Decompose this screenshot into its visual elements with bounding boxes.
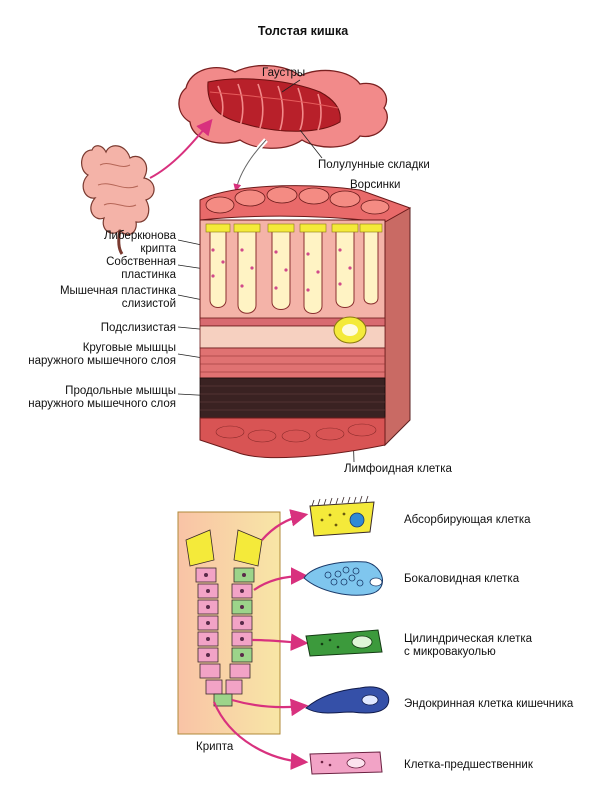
label-absorptive-cell: Абсорбирующая клетка [404,514,531,526]
label-cylindrical-cell: Цилиндрическая клетка [404,633,533,645]
label-crypt-lieberkuhn-2: крипта [140,243,176,255]
label-crypt: Крипта [196,741,234,753]
arrow-goblet [253,567,309,591]
label-progenitor-cell: Клетка-предшественник [404,759,533,771]
intestine-overview [81,145,155,255]
label-villi: Ворсинки [350,179,401,191]
label-circular-1: Круговые мышцы [82,342,176,354]
colon-segment [178,64,388,149]
label-longitudinal-2: наружного мышечного слоя [28,398,176,410]
label-circular-2: наружного мышечного слоя [28,355,176,367]
arrow-progenitor [212,701,309,771]
label-submucosa: Подслизистая [100,322,176,334]
absorptive-cell-icon [309,495,375,537]
label-cylindrical-cell-2: с микровакуолью [404,646,496,658]
label-lamina-propria-2: пластинка [121,269,176,281]
cylindrical-cell-icon [305,629,383,657]
label-endocrine-cell: Эндокринная клетка кишечника [404,698,574,710]
tissue-block [199,185,412,459]
label-longitudinal-1: Продольные мышцы [65,385,176,397]
label-crypt-lieberkuhn-1: Либеркюнова [104,230,176,242]
progenitor-cell-icon [309,751,383,775]
endocrine-cell-icon [305,686,390,714]
label-haustra: Гаустры [262,67,306,79]
goblet-cell-icon [303,561,383,596]
label-lymphoid-cell: Лимфоидная клетка [344,463,452,475]
figure-title: Толстая кишка [257,24,349,38]
arrow-cylindrical [251,633,309,651]
label-semilunar-folds: Полулунные складки [318,159,430,171]
arrow-absorptive [261,509,309,541]
arrow-endocrine [231,698,309,717]
label-lamina-propria-1: Собственная [106,256,176,268]
label-goblet-cell: Бокаловидная клетка [404,573,520,585]
overview-arrow [149,118,213,179]
block-arrow [233,138,268,191]
crypt-panel [177,511,281,735]
label-muscularis-mucosae-2: слизистой [121,298,176,310]
label-muscularis-mucosae-1: Мышечная пластинка [59,285,176,297]
